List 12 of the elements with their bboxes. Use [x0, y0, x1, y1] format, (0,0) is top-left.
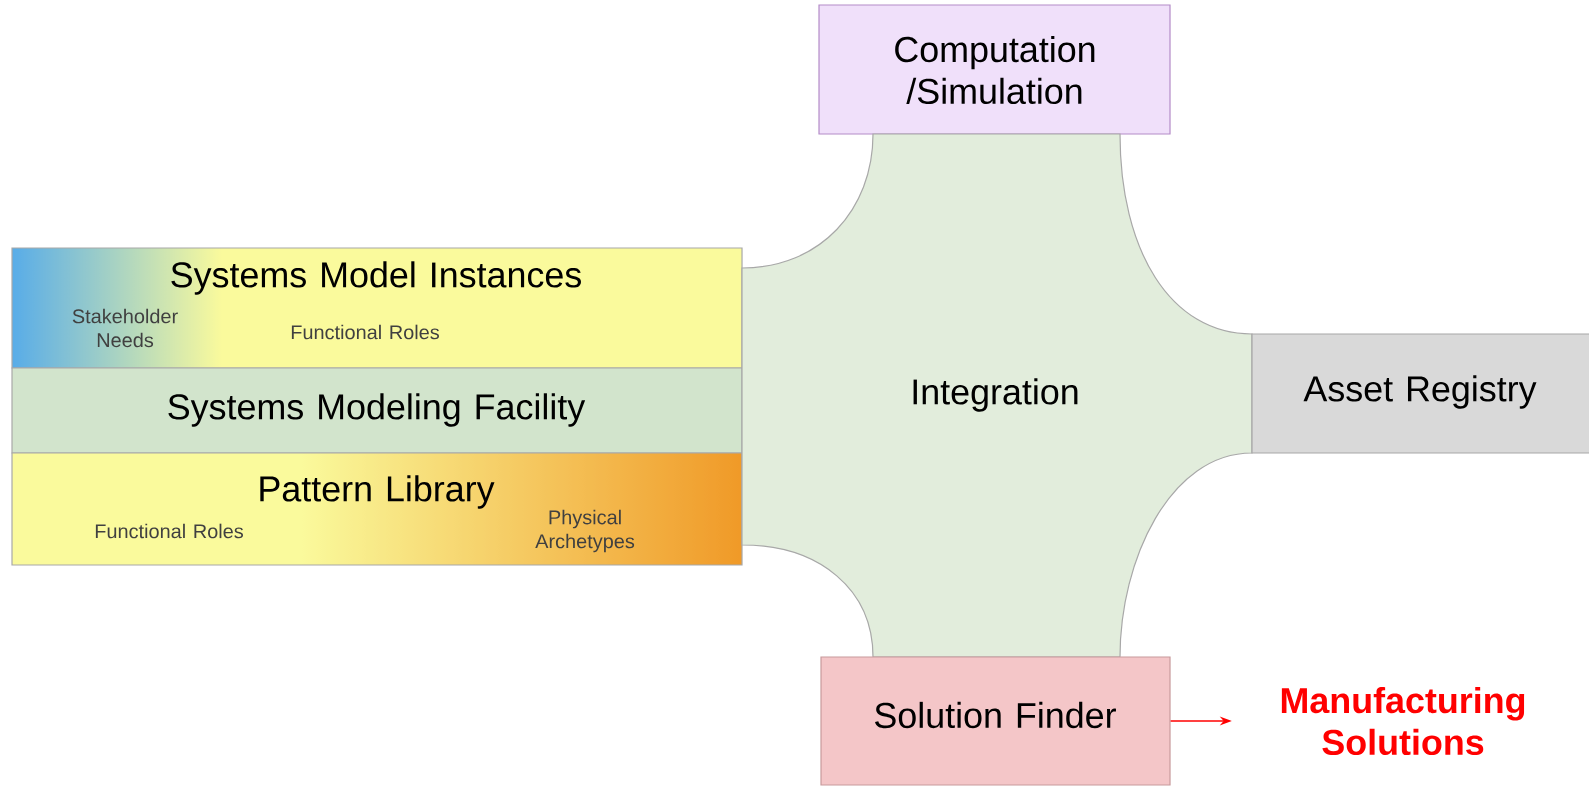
sub-label: Physical Archetypes: [535, 509, 635, 553]
layer-band: Pattern Library Functional Roles Physical Archetypes: [11, 452, 743, 566]
process-box: Solution Finder: [820, 656, 1171, 786]
layer-band: Systems Modeling Facility: [11, 367, 743, 454]
layer-band: Systems Model Instances Stakeholder Needs Functional Roles: [11, 247, 743, 369]
sub-label: Stakeholder Needs: [72, 308, 178, 348]
process-box: Computation /Simulation: [818, 4, 1171, 135]
sub-label: Functional Roles: [95, 523, 243, 539]
process-box: Asset Registry: [1251, 333, 1589, 454]
sub-label: Functional Roles: [291, 324, 439, 340]
output-label: Manufacturing Solutions: [1281, 686, 1525, 756]
integration-area: Integration: [741, 133, 1253, 658]
